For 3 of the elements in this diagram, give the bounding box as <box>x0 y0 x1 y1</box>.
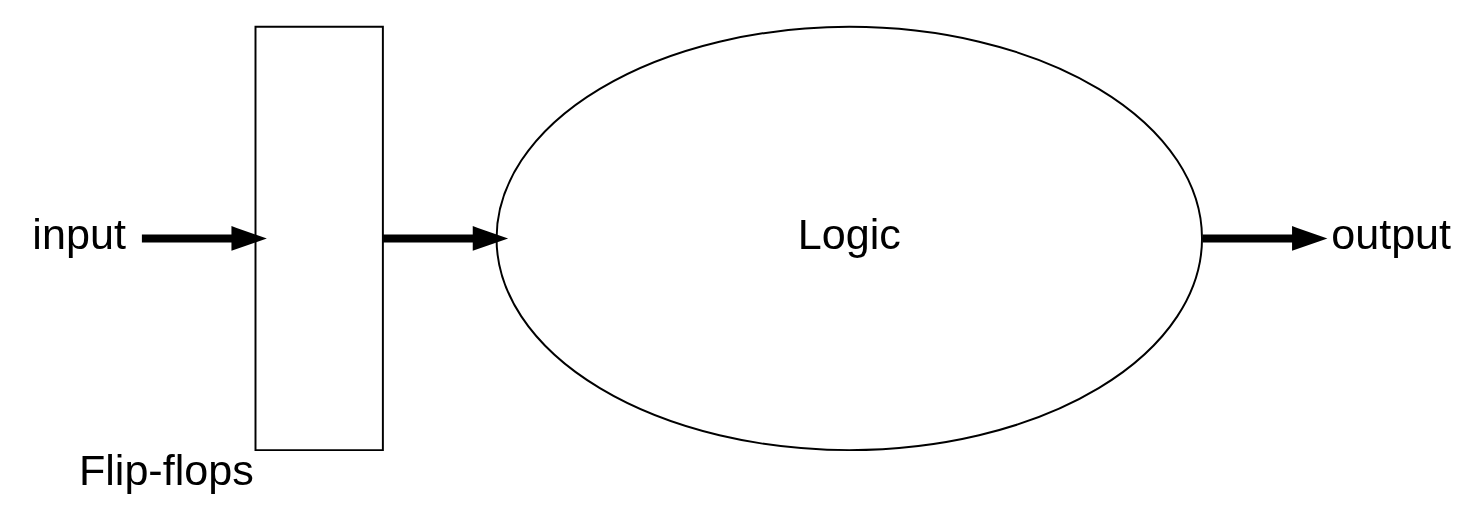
node-text: output <box>1331 209 1452 258</box>
node-label: Flip-flops <box>78 445 254 494</box>
node-text: input <box>32 209 126 258</box>
